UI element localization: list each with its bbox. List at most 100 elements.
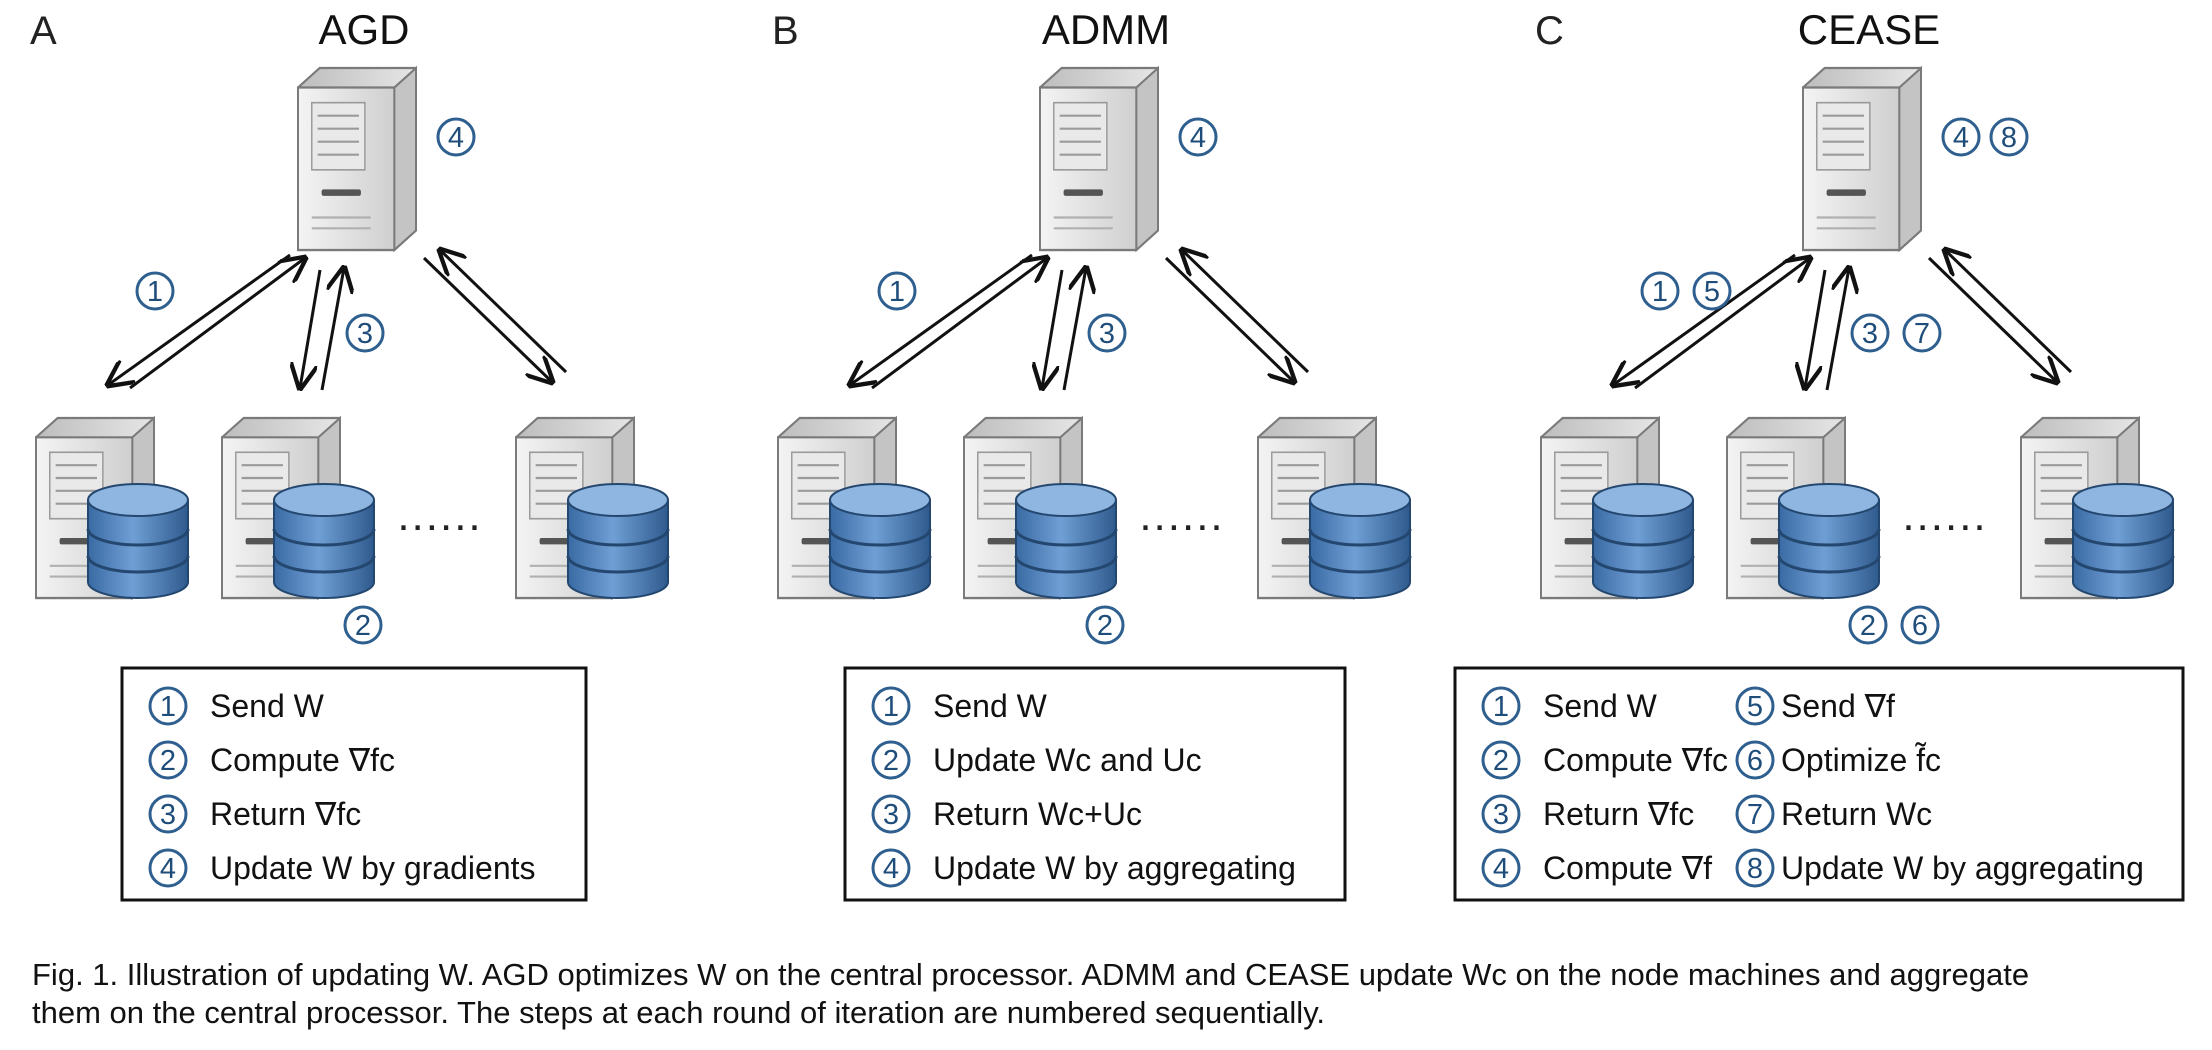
arrow-to-server-left: [1634, 258, 1810, 390]
database-icon: [1014, 482, 1118, 600]
node-machine-2: [220, 416, 376, 600]
node-step-marker: 2: [1085, 605, 1125, 645]
step-number: 4: [160, 853, 176, 885]
step-number: 2: [883, 745, 899, 777]
legend-row-text: Update W by aggregating: [933, 850, 1296, 886]
step-number: 3: [1493, 799, 1509, 831]
step-number: 2: [1860, 610, 1876, 642]
panel-letter: B: [772, 9, 799, 53]
numbered-circle-icon: [1989, 117, 2029, 157]
database-icon: [828, 482, 932, 600]
server-step-marker: 4: [1178, 117, 1218, 157]
node-machine-3: [1256, 416, 1412, 600]
node-ellipsis: ......: [1902, 491, 1987, 540]
numbered-circle-icon: [135, 271, 175, 311]
legend-step-marker: 4: [148, 848, 188, 888]
numbered-circle-icon: [1900, 605, 1940, 645]
arrow-to-server-left: [129, 258, 305, 390]
database-icon: [2071, 482, 2175, 600]
send-step-marker: 1: [877, 271, 917, 311]
legend-step-marker: 3: [148, 794, 188, 834]
arrow-to-server-middle: [1062, 268, 1086, 391]
database-icon: [86, 482, 190, 600]
numbered-circle-icon: [1735, 740, 1775, 780]
legend-row: 4 Update W by aggregating: [871, 848, 1296, 888]
node-ellipsis: ......: [397, 491, 482, 540]
figure-caption: Fig. 1. Illustration of updating W. AGD …: [32, 956, 2192, 1032]
arrow-to-server-right: [1945, 250, 2073, 374]
arrow-to-node-middle: [300, 269, 322, 388]
step-number: 3: [883, 799, 899, 831]
step-number: 2: [1097, 610, 1113, 642]
panel-letter: A: [30, 9, 57, 53]
legend-row-text: Update W by gradients: [210, 850, 536, 886]
database-icon: [272, 482, 376, 600]
step-number: 2: [160, 745, 176, 777]
send-step-marker: 5: [1692, 271, 1732, 311]
step-number: 7: [1747, 799, 1763, 831]
database-icon: [1777, 482, 1881, 600]
step-number: 4: [883, 853, 899, 885]
numbered-circle-icon: [1941, 117, 1981, 157]
legend-step-marker: 2: [1481, 740, 1521, 780]
numbered-circle-icon: [1735, 686, 1775, 726]
legend-row: 4 Update W by gradients: [148, 848, 536, 888]
panel-title: CEASE: [1798, 6, 1940, 53]
legend-row-text: Optimize f̃ᴄ: [1781, 742, 1941, 778]
database-icon: [1591, 482, 1695, 600]
numbered-circle-icon: [1735, 794, 1775, 834]
step-number: 2: [355, 610, 371, 642]
return-step-marker: 3: [1087, 313, 1127, 353]
legend-row-text: Compute ∇f: [1543, 850, 1712, 886]
arrow-to-server-middle: [320, 268, 344, 391]
step-number: 3: [357, 318, 373, 350]
legend-row-text: Compute ∇fᴄ: [210, 742, 395, 778]
arrow-to-node-left: [108, 253, 291, 385]
step-number: 5: [1747, 691, 1763, 723]
legend-row: 1 Send W: [148, 686, 325, 726]
legend-step-marker: 1: [148, 686, 188, 726]
step-number: 1: [160, 691, 176, 723]
arrow-to-node-right: [1927, 256, 2057, 382]
send-step-marker: 1: [135, 271, 175, 311]
numbered-circle-icon: [1850, 313, 1890, 353]
numbered-circle-icon: [1902, 313, 1942, 353]
legend-step-marker: 8: [1735, 848, 1775, 888]
legend-step-marker: 4: [871, 848, 911, 888]
node-step-marker: 6: [1900, 605, 1940, 645]
numbered-circle-icon: [1735, 848, 1775, 888]
legend-row: 6 Optimize f̃ᴄ: [1735, 740, 1941, 780]
numbered-circle-icon: [1087, 313, 1127, 353]
step-number: 2: [1493, 745, 1509, 777]
legend-frame: [843, 666, 1347, 902]
panel-letter: C: [1535, 9, 1564, 53]
numbered-circle-icon: [871, 686, 911, 726]
legend-row: 5 Send ∇f: [1735, 686, 1895, 726]
step-number: 1: [889, 276, 905, 308]
step-number: 6: [1747, 745, 1763, 777]
arrow-to-node-left: [1613, 253, 1796, 385]
caption-line-1: Fig. 1. Illustration of updating W. AGD …: [32, 957, 2030, 992]
legend-step-marker: 2: [148, 740, 188, 780]
step-number: 3: [160, 799, 176, 831]
legend-row-text: Send ∇f: [1781, 688, 1895, 724]
legend-row: 2 Update Wᴄ and Uᴄ: [871, 740, 1202, 780]
numbered-circle-icon: [1481, 686, 1521, 726]
arrow-to-server-right: [1182, 250, 1310, 374]
legend-row-text: Send W: [210, 688, 325, 724]
step-number: 4: [1953, 122, 1969, 154]
node-step-marker: 2: [343, 605, 383, 645]
arrow-to-node-middle: [1042, 269, 1064, 388]
step-number: 1: [147, 276, 163, 308]
central-server-icon: [1801, 66, 1923, 252]
legend-row-text: Update Wᴄ and Uᴄ: [933, 742, 1202, 778]
step-number: 8: [1747, 853, 1763, 885]
legend-step-marker: 3: [871, 794, 911, 834]
